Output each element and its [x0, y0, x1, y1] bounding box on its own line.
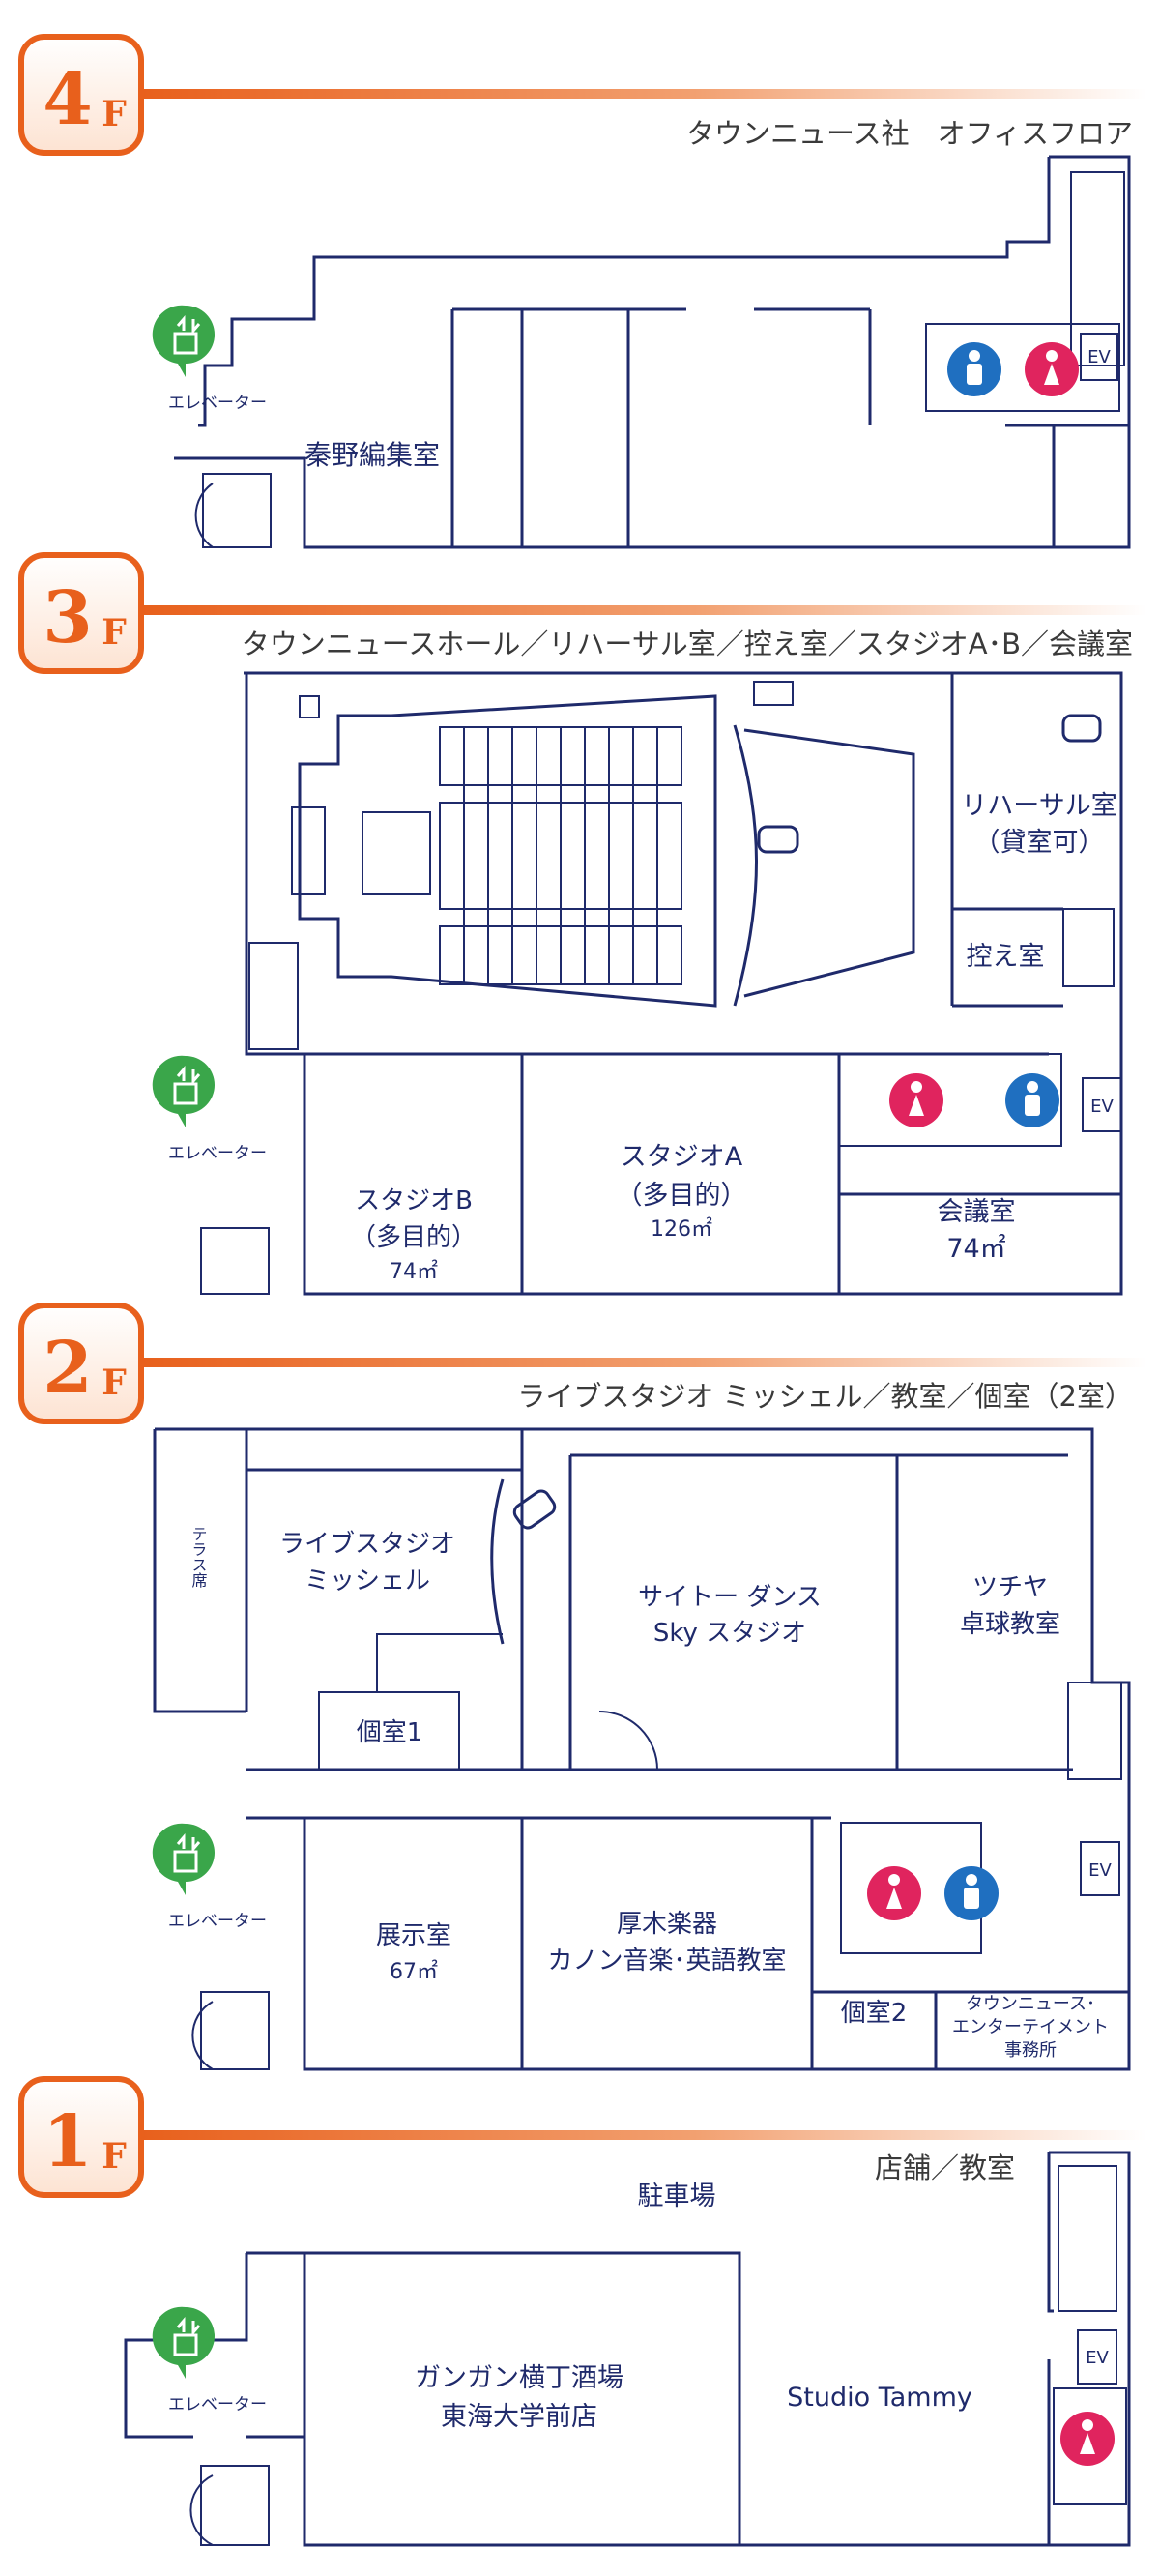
- floor-description: 店舗／教室: [875, 2152, 1015, 2184]
- area-parking: 駐車場: [638, 2181, 716, 2211]
- floor-badge-2f: 2 F: [18, 1303, 1146, 1424]
- elevator-label: エレベーター: [168, 2395, 267, 2415]
- room-atsugi-school: カノン音楽･英語教室: [547, 1947, 786, 1976]
- floor-description: タウンニュースホール／リハーサル室／控え室／スタジオA･B／会議室: [242, 628, 1133, 660]
- female-restroom-icon: [867, 1866, 921, 1920]
- room-exhibit-area: 67㎡: [390, 1959, 438, 1984]
- floor-badge-1f: 1 F: [18, 2076, 1146, 2198]
- room-saito-dance: サイトー ダンス: [638, 1583, 822, 1612]
- room-studio-a-area: 126㎡: [651, 1216, 712, 1242]
- elevator-icon: [152, 1055, 215, 1127]
- shop-gangan-branch: 東海大学前店: [441, 2402, 597, 2432]
- audience-seating: [291, 726, 682, 985]
- floor-description: ライブスタジオ ミッシェル／教室／個室（2室）: [517, 1380, 1133, 1413]
- room-terrace: テラス席: [189, 1526, 208, 1588]
- elevator-icon: [152, 305, 215, 377]
- room-live-studio-name: ミッシェル: [304, 1566, 430, 1595]
- room-studio-b-area: 74㎡: [390, 1259, 438, 1284]
- elevator-icon: [152, 1823, 215, 1895]
- floor-number: 1: [43, 2100, 93, 2183]
- floor-suffix: F: [102, 612, 127, 653]
- piano-icon: [757, 714, 1102, 854]
- shop-gangan: ガンガン横丁酒場: [415, 2363, 624, 2393]
- floor-plan-walls: [124, 2151, 1131, 2547]
- room-exhibit: 展示室: [376, 1921, 451, 1950]
- room-tne-office-3: 事務所: [1004, 2040, 1057, 2061]
- room-atsugi: 厚木楽器: [617, 1910, 717, 1939]
- male-restroom-icon: [1005, 1073, 1059, 1127]
- ev-label: EV: [1090, 1097, 1114, 1117]
- floor-badge-4f: 4 F: [18, 34, 1146, 156]
- floor-2f: 2 F ライブスタジオ ミッシェル／教室／個室（2室）: [18, 1303, 1146, 2071]
- room-studio-a: スタジオA: [621, 1142, 743, 1172]
- female-restroom-icon: [889, 1073, 943, 1127]
- floor-number: 4: [43, 58, 93, 141]
- floor-suffix: F: [102, 1362, 127, 1403]
- room-saito-dance-name: Sky スタジオ: [653, 1619, 806, 1648]
- room-meeting: 会議室: [938, 1197, 1016, 1227]
- room-rehearsal: リハーサル室: [961, 791, 1116, 821]
- ev-label: EV: [1088, 347, 1111, 367]
- shop-studio-tammy: Studio Tammy: [787, 2383, 972, 2413]
- room-tne-office: タウンニュース･: [966, 1994, 1095, 2014]
- elevator-label: エレベーター: [168, 1144, 267, 1163]
- room-meeting-area: 74㎡: [946, 1234, 1005, 1264]
- floor-suffix: F: [102, 2136, 127, 2177]
- room-live-studio: ライブスタジオ: [279, 1530, 455, 1559]
- room-private-1: 個室1: [357, 1718, 423, 1747]
- floor-plan-walls: [174, 155, 1131, 549]
- floor-4f: 4 F タウンニュース社 オフィスフロア エレベーター: [18, 34, 1146, 549]
- room-waiting: 控え室: [967, 942, 1045, 972]
- room-studio-b: スタジオB: [355, 1186, 473, 1215]
- floor-number: 3: [43, 576, 93, 659]
- floor-plan-walls: [200, 671, 1123, 1296]
- room-private-2: 個室2: [841, 1999, 908, 2028]
- room-studio-b-type: （多目的）: [351, 1223, 477, 1252]
- female-restroom-icon: [1060, 2412, 1115, 2466]
- room-hatano: 秦野編集室: [304, 439, 440, 471]
- elevator-icon: [152, 2306, 215, 2379]
- ev-label: EV: [1086, 2348, 1109, 2368]
- elevator-label: エレベーター: [168, 394, 267, 413]
- room-tsuchiya: ツチヤ: [972, 1573, 1048, 1602]
- room-rehearsal-note: （貸室可）: [974, 828, 1105, 858]
- floor-description: タウンニュース社 オフィスフロア: [686, 117, 1133, 150]
- floor-badge-3f: 3 F: [18, 552, 1146, 674]
- ev-label: EV: [1088, 1860, 1112, 1881]
- elevator-label: エレベーター: [168, 1912, 267, 1931]
- male-restroom-icon: [947, 342, 1001, 396]
- male-restroom-icon: [944, 1866, 999, 1920]
- floor-number: 2: [43, 1327, 93, 1410]
- piano-icon: [512, 1489, 557, 1530]
- room-tsuchiya-name: 卓球教室: [960, 1610, 1060, 1639]
- floor-plan-walls: [153, 1427, 1131, 2071]
- female-restroom-icon: [1025, 342, 1079, 396]
- floor-suffix: F: [102, 94, 127, 134]
- floor-1f: 1 F 店舗／教室 駐車場 エレベーター ガンガン横丁酒場 東海大学前店 Stu…: [18, 2076, 1146, 2547]
- floor-3f: 3 F タウンニュースホール／リハーサル室／控え室／スタジオA･B／会議室: [18, 552, 1146, 1296]
- room-studio-a-type: （多目的）: [617, 1181, 747, 1211]
- room-tne-office-2: エンターテイメント: [952, 2017, 1109, 2037]
